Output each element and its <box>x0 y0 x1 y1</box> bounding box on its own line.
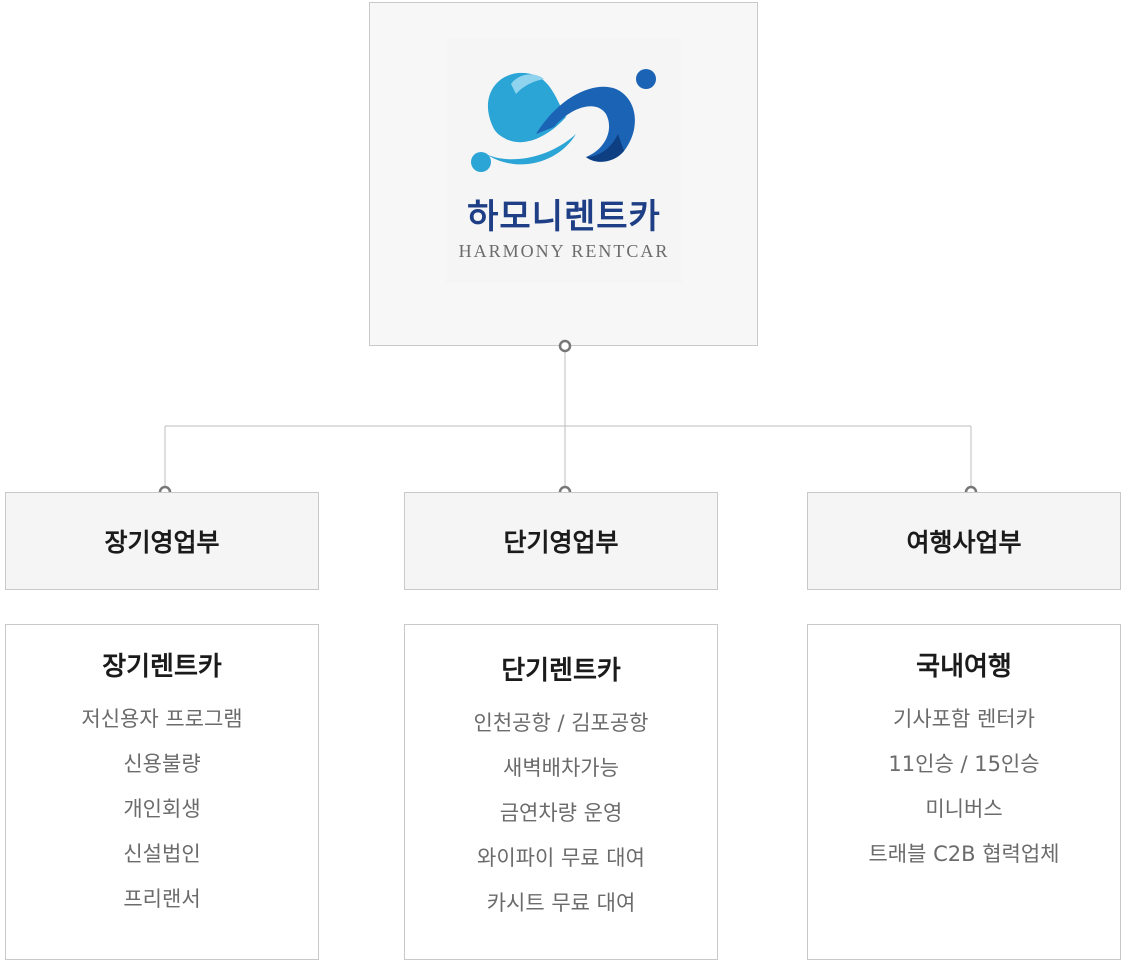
service-item: 트래블 C2B 협력업체 <box>868 842 1060 866</box>
company-logo-box: 하모니렌트카 HARMONY RENTCAR <box>369 2 758 346</box>
department-travel-business: 여행사업부 <box>807 492 1121 590</box>
service-item: 새벽배차가능 <box>503 756 619 780</box>
service-title: 장기렌트카 <box>102 652 222 682</box>
logo-panel: 하모니렌트카 HARMONY RENTCAR <box>446 39 682 283</box>
department-short-term-sales: 단기영업부 <box>404 492 718 590</box>
service-list: 인천공항 / 김포공항 새벽배차가능 금연차량 운영 와이파이 무료 대여 카시… <box>405 701 717 926</box>
service-item: 인천공항 / 김포공항 <box>473 711 649 735</box>
service-box-travel: 국내여행 기사포함 렌터카 11인승 / 15인승 미니버스 트래블 C2B 협… <box>807 624 1121 960</box>
service-item: 기사포함 렌터카 <box>893 707 1035 731</box>
logo-english-name: HARMONY RENTCAR <box>458 241 670 261</box>
service-item: 저신용자 프로그램 <box>81 707 243 731</box>
service-title: 국내여행 <box>916 652 1012 682</box>
service-item: 금연차량 운영 <box>499 801 623 825</box>
service-item: 와이파이 무료 대여 <box>477 846 645 870</box>
department-long-term-sales: 장기영업부 <box>5 492 319 590</box>
service-item: 신설법인 <box>123 842 201 866</box>
service-item: 프리랜서 <box>123 887 201 911</box>
service-list: 기사포함 렌터카 11인승 / 15인승 미니버스 트래블 C2B 협력업체 <box>808 697 1120 877</box>
service-box-long-term: 장기렌트카 저신용자 프로그램 신용불량 개인회생 신설법인 프리랜서 <box>5 624 319 960</box>
service-item: 11인승 / 15인승 <box>888 752 1040 776</box>
logo-korean-name: 하모니렌트카 <box>467 197 661 237</box>
harmony-logo-icon <box>471 69 656 172</box>
service-box-short-term: 단기렌트카 인천공항 / 김포공항 새벽배차가능 금연차량 운영 와이파이 무료… <box>404 624 718 960</box>
node-top <box>558 339 572 353</box>
service-item: 개인회생 <box>123 797 201 821</box>
service-item: 카시트 무료 대여 <box>486 891 636 915</box>
service-title: 단기렌트카 <box>501 656 621 686</box>
service-item: 미니버스 <box>925 797 1003 821</box>
service-item: 신용불량 <box>123 752 201 776</box>
service-list: 저신용자 프로그램 신용불량 개인회생 신설법인 프리랜서 <box>6 697 318 922</box>
